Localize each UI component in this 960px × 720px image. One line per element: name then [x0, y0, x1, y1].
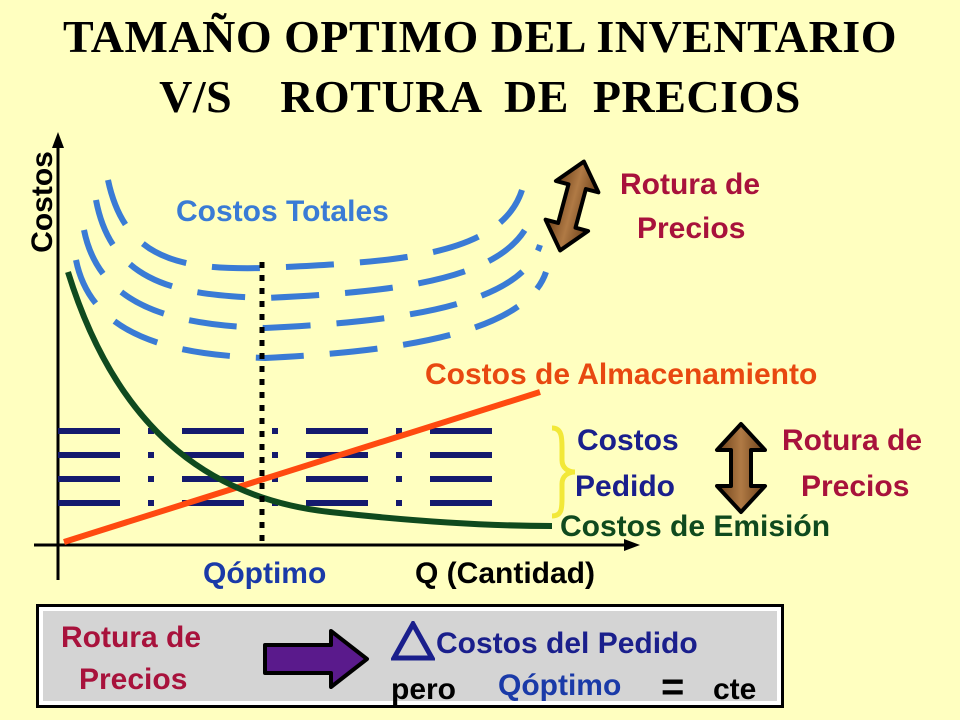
- price-break-top-label-2: Precios: [637, 212, 746, 245]
- title-line-2: V/S ROTURA DE PRECIOS: [159, 71, 801, 122]
- order-cost-label-1: Costos: [577, 424, 679, 457]
- title-line-1: TAMAÑO OPTIMO DEL INVENTARIO: [63, 11, 897, 62]
- summary-price-break-1: Rotura de: [61, 621, 202, 654]
- x-axis-arrowhead: [624, 539, 640, 551]
- summary-order-cost: Costos del Pedido: [436, 627, 698, 660]
- price-break-top-label-1: Rotura de: [620, 168, 761, 201]
- total-cost-curve-4: [73, 259, 549, 362]
- price-break-mid-label-2: Precios: [801, 470, 910, 503]
- y-axis-label: Costos: [26, 151, 59, 253]
- price-break-mid-label-1: Rotura de: [782, 424, 923, 457]
- summary-pero: pero: [391, 673, 457, 706]
- summary-equals: =: [661, 665, 685, 709]
- total-cost-curve-2: [93, 199, 535, 302]
- storage-cost-label: Costos de Almacenamiento: [425, 358, 818, 391]
- delta-icon: [391, 621, 435, 661]
- y-axis-arrowhead: [52, 132, 64, 148]
- emission-cost-curve: [65, 271, 553, 529]
- order-cost-label-2: Pedido: [575, 470, 676, 503]
- summary-box-inner: Rotura de Precios Costos del Pedido pero…: [43, 611, 777, 709]
- summary-box: Rotura de Precios Costos del Pedido pero…: [36, 604, 784, 709]
- summary-qoptimo: Qóptimo: [498, 669, 622, 702]
- double-arrow-mid-icon: [715, 422, 767, 514]
- q-optimum-label: Qóptimo: [203, 557, 327, 590]
- storage-cost-line: [63, 389, 541, 545]
- summary-cte: cte: [713, 673, 757, 706]
- x-axis-label: Q (Cantidad): [415, 557, 595, 590]
- total-cost-curves: [73, 179, 549, 362]
- total-cost-curve-3: [81, 229, 543, 332]
- emission-cost-label: Costos de Emisión: [560, 510, 831, 543]
- double-arrow-top-icon: [543, 159, 601, 253]
- right-arrow-icon: [263, 629, 369, 689]
- order-cost-lines: [58, 428, 515, 506]
- order-cost-brace: [551, 425, 576, 519]
- summary-price-break-2: Precios: [79, 663, 188, 696]
- total-cost-label: Costos Totales: [176, 195, 389, 228]
